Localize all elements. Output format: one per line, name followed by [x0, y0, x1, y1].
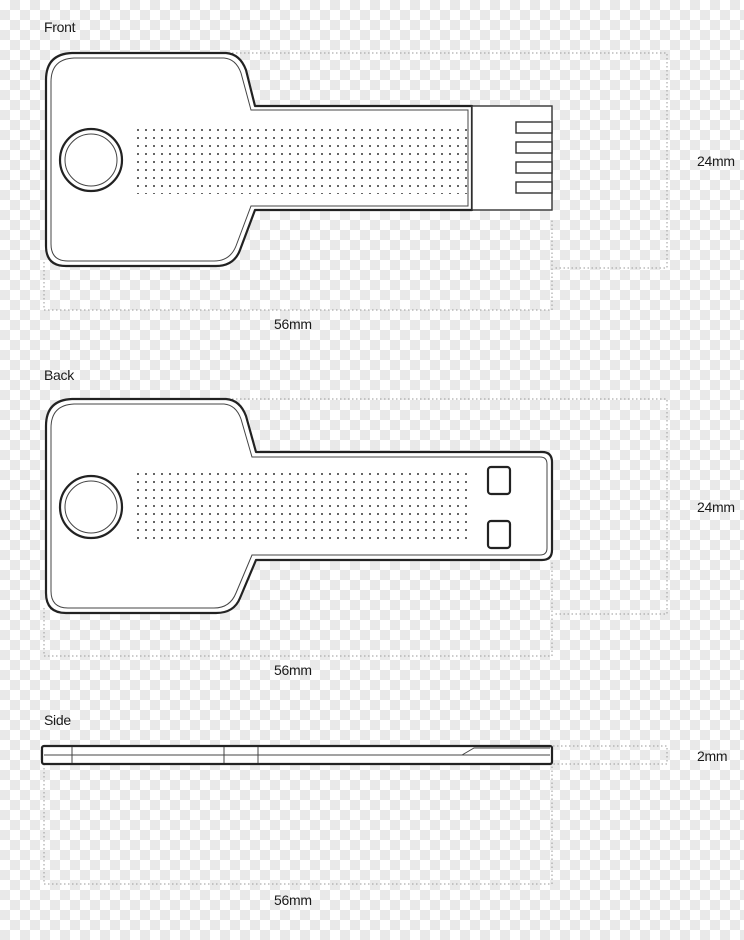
back-width-dimension: 56mm [274, 662, 312, 678]
back-usb-slot-top [486, 465, 512, 496]
back-view-title: Back [44, 367, 74, 383]
back-keyring-hole-inner [64, 480, 118, 534]
side-thickness-guide [553, 745, 668, 765]
front-height-dimension: 24mm [697, 153, 735, 169]
front-width-dimension: 56mm [274, 316, 312, 332]
usb-contact [515, 181, 553, 194]
back-usb-slot-bottom [486, 519, 512, 550]
back-dotted-grip [134, 470, 468, 542]
back-keyring-hole [58, 474, 124, 540]
side-connector-bevel [461, 747, 550, 756]
usb-contact [515, 141, 553, 154]
back-view [43, 397, 668, 657]
back-key-inner-edge [50, 403, 548, 609]
front-key-inner-edge [50, 57, 469, 262]
front-dotted-grip [134, 124, 468, 194]
usb-contact [515, 161, 553, 174]
front-view-title: Front [44, 19, 76, 35]
front-view [43, 51, 668, 311]
side-view [40, 744, 668, 885]
front-width-guide [43, 220, 553, 311]
side-view-title: Side [44, 712, 71, 728]
back-width-guide [43, 562, 553, 657]
front-usb-contacts [515, 121, 553, 194]
side-width-dimension: 56mm [274, 892, 312, 908]
front-keyring-hole-inner [64, 133, 118, 187]
back-height-dimension: 24mm [697, 499, 735, 515]
side-thickness-dimension: 2mm [697, 748, 728, 764]
side-width-guide [43, 764, 553, 885]
front-keyring-hole [58, 127, 124, 193]
usb-contact [515, 121, 553, 134]
